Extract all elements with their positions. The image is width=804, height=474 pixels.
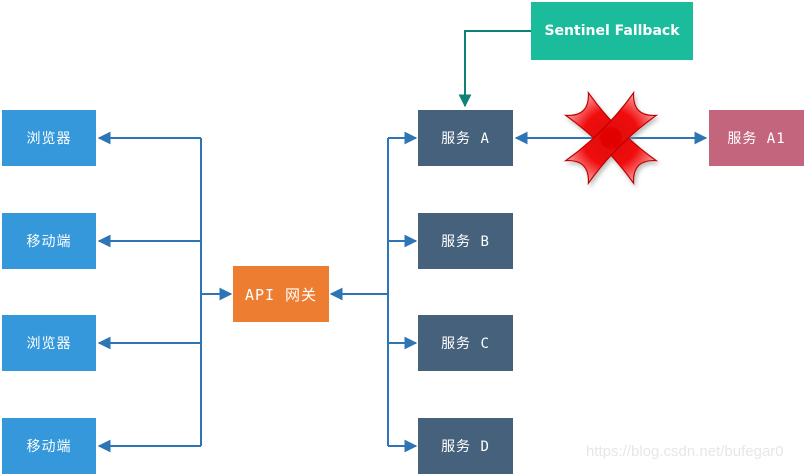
api-gateway-box: API 网关 (233, 266, 329, 322)
connector-fallback-to-service-a (458, 30, 531, 108)
client-box-browser-1: 浏览器 (2, 110, 96, 166)
client-box-mobile-1: 移动端 (2, 213, 96, 269)
client-box-mobile-2: 移动端 (2, 418, 96, 474)
service-d-box: 服务 D (418, 418, 513, 474)
sentinel-fallback-box: Sentinel Fallback (531, 2, 693, 60)
service-a-box: 服务 A (418, 110, 513, 166)
red-cross-icon (563, 90, 659, 186)
service-b-box: 服务 B (418, 213, 513, 269)
watermark: https://blog.csdn.net/bufegar0 (586, 443, 784, 460)
client-box-browser-2: 浏览器 (2, 315, 96, 371)
service-c-box: 服务 C (418, 315, 513, 371)
backup-service-a1-box: 服务 A1 (709, 110, 804, 166)
